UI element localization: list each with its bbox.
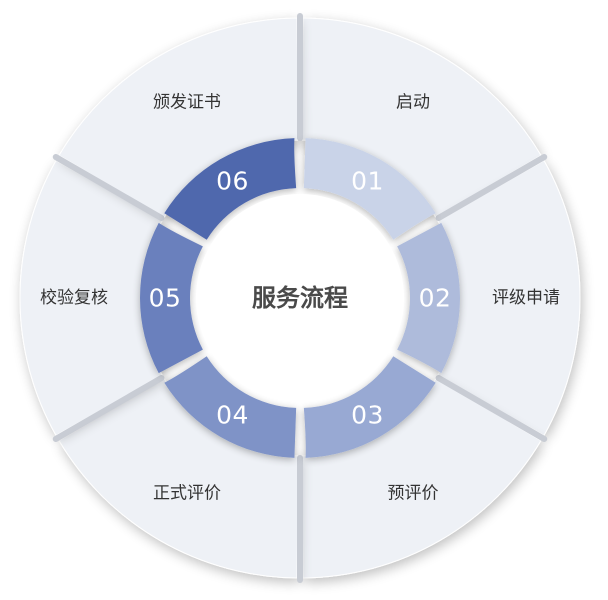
sector-divider [435,154,548,221]
step-number-01: 01 [351,167,384,196]
center-circle [196,194,404,402]
step-label-06: 颁发证书 [153,92,221,112]
step-number-05: 05 [149,284,182,313]
inner-segment-05 [139,222,203,374]
inner-segment-04 [164,356,297,458]
step-label-02: 评级申请 [492,288,560,308]
center-title: 服务流程 [252,284,348,312]
sector-dividers [52,13,548,583]
step-label-03: 预评价 [388,484,439,504]
step-number-03: 03 [351,400,384,429]
inner-ring [139,138,460,458]
sector-divider [52,154,165,221]
sector-divider [52,375,165,442]
inner-segment-01 [303,138,436,240]
step-number-04: 04 [216,400,249,429]
center-hub: 服务流程 [196,194,404,402]
step-number-06: 06 [216,167,249,196]
step-label-01: 启动 [396,92,430,112]
inner-segment-06 [164,138,297,240]
inner-segment-02 [397,222,460,374]
inner-segment-03 [303,356,436,458]
step-label-04: 正式评价 [153,484,221,504]
step-labels: 01 启动 02 评级申请 03 预评价 04 正式评价 05 校验复核 06 颁发证书 [40,92,560,503]
sector-divider [435,375,548,442]
step-number-02: 02 [419,284,452,313]
step-label-05: 校验复核 [40,288,108,308]
outer-ring [19,17,581,579]
